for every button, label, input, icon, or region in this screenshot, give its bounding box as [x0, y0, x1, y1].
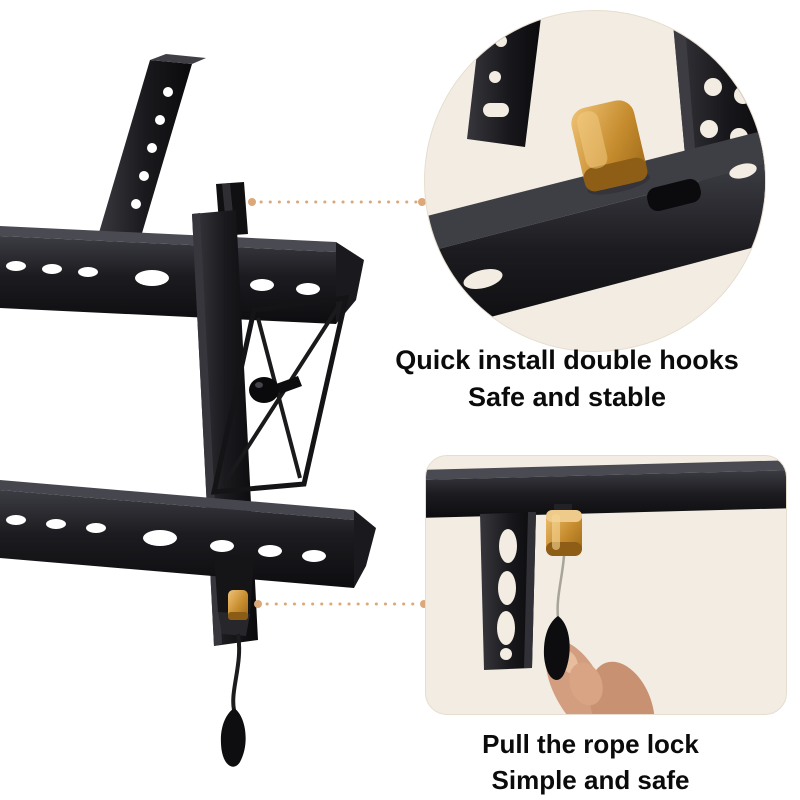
caption-rope-line1: Pull the rope lock: [482, 729, 699, 759]
rope-lock-assembly: [214, 554, 254, 767]
slotted-bar-closeup: [480, 512, 536, 670]
rope-lock-cylinder-closeup: [546, 504, 582, 556]
caption-hooks-line1: Quick install double hooks: [395, 345, 739, 375]
inset-rope-lock: [425, 455, 787, 715]
tilt-arm-frame: [210, 295, 350, 495]
cord-handle: [220, 708, 246, 767]
double-hook-closeup: [425, 11, 765, 335]
caption-hooks-line2: Safe and stable: [467, 382, 667, 412]
caption-rope-lock: Pull the rope lock Simple and safe: [398, 726, 783, 798]
thumb-tip: [569, 662, 603, 706]
inset-double-hooks: [424, 10, 766, 352]
cord-handle-closeup: [543, 616, 570, 680]
leader-line-bottom: [254, 600, 428, 608]
gold-hook: [571, 100, 651, 195]
tension-knob: [249, 376, 302, 403]
caption-hooks: Quick install double hooks Safe and stab…: [362, 342, 772, 416]
rope-lock-closeup: [426, 460, 786, 714]
bottom-rail: [0, 480, 376, 588]
pull-cord: [231, 633, 242, 711]
rail-top-closeup: [426, 460, 786, 518]
rope-closeup: [556, 555, 566, 619]
leader-line-top: [248, 198, 426, 206]
top-rail: [0, 226, 364, 324]
caption-rope-line2: Simple and safe: [491, 765, 690, 795]
wall-rail-upper: [98, 54, 206, 240]
